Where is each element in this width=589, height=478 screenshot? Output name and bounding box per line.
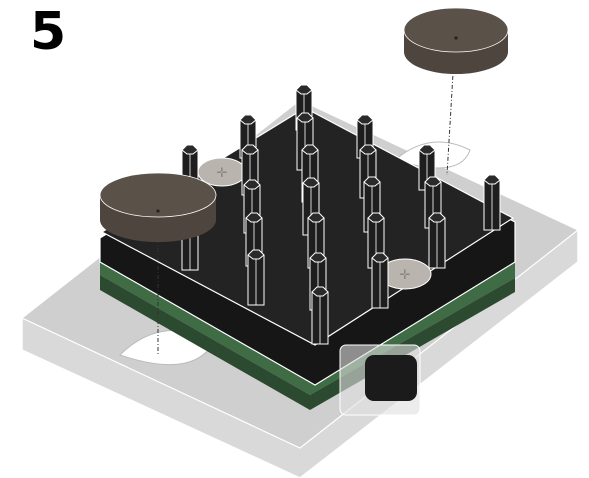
thermal-pad-left bbox=[99, 172, 217, 355]
heatsink-pin bbox=[483, 174, 501, 231]
thermal-pad-right bbox=[403, 7, 509, 176]
heatsink-pin bbox=[428, 212, 446, 269]
heatsink-pin bbox=[371, 252, 389, 309]
step-number: 5 bbox=[30, 2, 67, 62]
screw-right: ✛ bbox=[378, 258, 432, 290]
side-connector bbox=[339, 344, 421, 416]
heatsink-pin bbox=[311, 286, 329, 345]
heatsink-pin bbox=[181, 144, 199, 181]
svg-text:✛: ✛ bbox=[400, 268, 411, 283]
svg-text:✛: ✛ bbox=[217, 166, 228, 181]
heatsink-pin bbox=[247, 249, 265, 306]
